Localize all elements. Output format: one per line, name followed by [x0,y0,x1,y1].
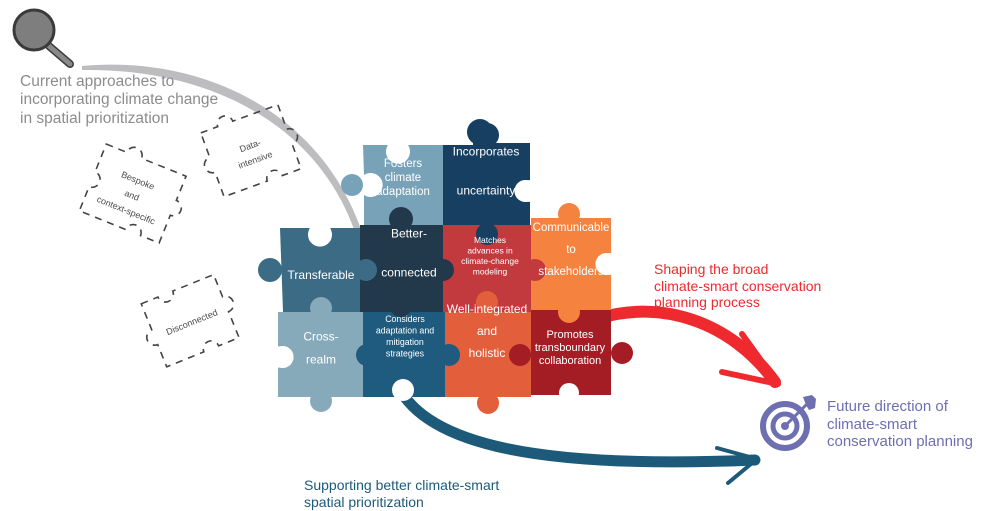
puzzle-piece-label-fosters: climate [385,172,421,184]
supporting-arrow [389,374,761,485]
puzzle-piece-label-promotes: transboundary [535,342,606,354]
puzzle-piece-cross-realm [278,297,363,412]
label-line: spatial prioritization [304,493,424,510]
puzzle-piece-label-considers: adaptation and [376,325,434,335]
puzzle-piece-label-communicable: to [566,244,576,256]
puzzle-piece-label-matches: modeling [473,267,508,277]
puzzle-piece-label-transferable: Transferable [288,268,355,282]
puzzle-piece-fosters [341,145,444,225]
dashed-piece-label: context-specific [95,194,157,227]
puzzle-piece-label-well-integrated: and [477,324,497,338]
puzzle-piece-label-promotes: Promotes [546,329,594,341]
puzzle-piece-label-incorporates: Incorporates [453,145,520,159]
label-line: Future direction of [827,398,948,415]
label-line: climate-smart [827,415,918,433]
label-line: conservation planning [827,433,973,451]
label-line: climate-smart conservation [654,277,822,294]
heading-line: incorporating climate change [20,91,219,109]
heading-line: in spatial prioritization [20,109,170,127]
puzzle-piece-label-communicable: Communicable [533,222,610,234]
puzzle-piece-label-cross-realm: Cross- [303,330,338,344]
puzzle-piece-better-connected [355,207,445,312]
dashed-piece-disconnected: Disconnected [140,273,241,368]
label-line: Shaping the broad [654,261,769,277]
puzzle-piece-well-integrated [438,291,531,414]
puzzle-piece-label-matches: climate-change [461,256,519,266]
puzzle-piece-label-well-integrated: holistic [469,346,506,360]
target-icon [760,395,816,451]
shaping-label: Shaping the broad climate-smart conserva… [654,261,874,311]
dashed-piece-label: and [123,188,141,203]
puzzle-piece-incorporates [443,119,530,225]
puzzle-piece-transferable [258,228,363,312]
puzzle-piece-label-considers: Considers [385,314,425,324]
puzzle-piece-label-considers: strategies [386,348,425,358]
current-approaches-heading: Current approaches to incorporating clim… [20,73,280,128]
puzzle-piece-label-incorporates: uncertainty [457,184,516,198]
dashed-piece-bespoke: Bespoke and context-specific [78,143,188,245]
puzzle-piece-matches [432,223,531,312]
puzzle-piece-label-communicable: stakeholders [538,266,603,278]
puzzle-piece-label-fosters: Fosters [384,158,423,170]
heading-line: Current approaches to [20,73,175,90]
puzzle-piece-label-considers: mitigation [386,337,424,347]
puzzle-piece-label-better-connected: connected [381,266,436,280]
shaping-arrow [594,305,781,388]
dashed-piece-label: Bespoke [120,169,156,191]
label-line: planning process [654,294,760,311]
current-approaches-arc [82,64,362,232]
dashed-piece-label: Data- [238,137,262,154]
label-line: Supporting better climate-smart [304,477,500,493]
puzzle-piece-label-fosters: adaptation [376,186,430,198]
supporting-label: Supporting better climate-smart spatial … [304,477,524,510]
future-direction-label: Future direction of climate-smart conser… [827,398,1001,451]
puzzle-piece-considers [356,295,445,401]
puzzle-piece-label-matches: Matches [474,235,506,245]
puzzle-piece-communicable [524,203,611,312]
puzzle-piece-label-matches: advances in [467,246,513,256]
puzzle-piece-label-promotes: collaboration [539,355,601,367]
puzzle-piece-label-better-connected: Better- [391,227,427,241]
puzzle-piece-label-cross-realm: realm [306,353,336,367]
puzzle-piece-promotes [509,301,633,403]
puzzle-piece-label-well-integrated: Well-integrated [447,302,527,316]
magnifier-icon [12,8,74,68]
puzzle-grid [258,119,633,414]
dashed-piece-label: Disconnected [165,307,219,337]
puzzle-labels: Fosters climate adaptation Incorporates unce… [288,145,610,367]
